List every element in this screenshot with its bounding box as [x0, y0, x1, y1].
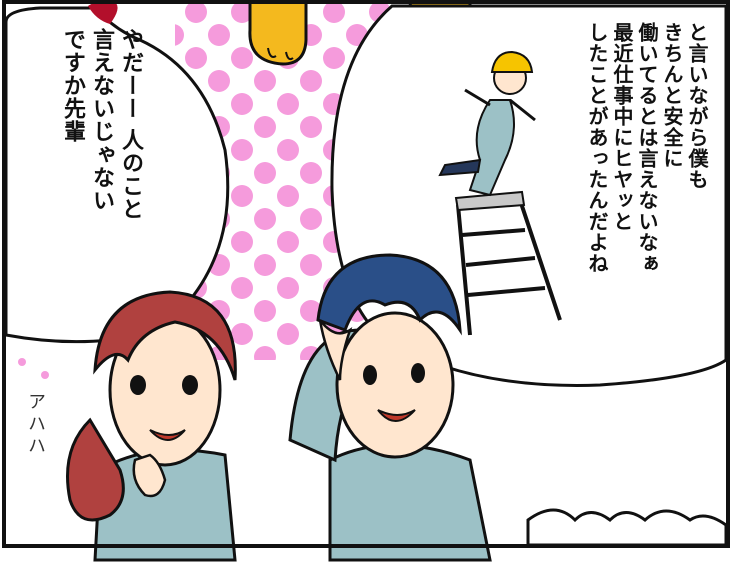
bubble-tail: [88, 1, 118, 24]
right-bubble-text: と言いながら僕も きちんと安全に 働いてるとは言えないなぁ 最近仕事中にヒヤッと…: [584, 22, 709, 274]
dialogue-line: やだーー 人のこと: [118, 28, 143, 221]
dialogue-line: したことがあったんだよね: [585, 22, 609, 274]
dialogue-line: と言いながら僕も: [685, 22, 709, 190]
dialogue-line: ですか先輩: [60, 28, 85, 143]
left-bubble-text: やだーー 人のこと 言えないじゃない ですか先輩: [58, 28, 145, 221]
falling-worker-on-ladder-icon: [438, 50, 562, 336]
man-character: [288, 253, 492, 562]
laugh-sound-effect: アハハ: [25, 392, 46, 458]
panel-border: [2, 0, 730, 548]
dialogue-line: 言えないじゃない: [89, 28, 114, 212]
dialogue-line: 働いてるとは言えないなぁ: [635, 22, 659, 274]
dialogue-line: 最近仕事中にヒヤッと: [610, 22, 634, 232]
speech-bubble-bottom: [526, 508, 728, 547]
dialogue-line: きちんと安全に: [660, 22, 684, 169]
woman-character: [66, 290, 237, 562]
